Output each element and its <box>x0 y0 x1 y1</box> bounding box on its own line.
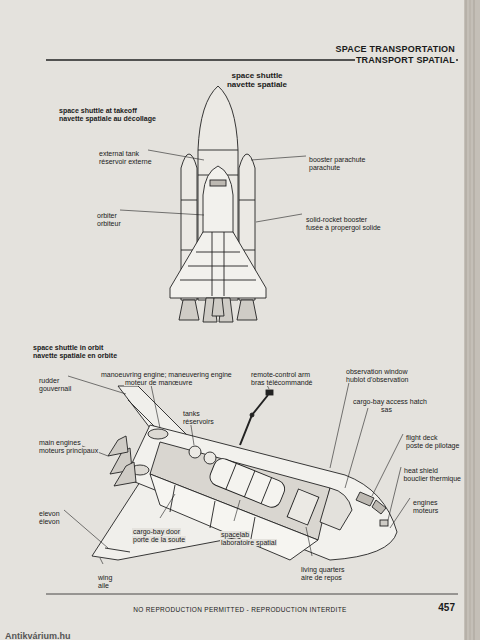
part-label: réservoir externe <box>98 158 153 165</box>
part-label-holder: bouclier thermique <box>402 467 462 485</box>
part-label: solid-rocket booster <box>305 216 368 223</box>
header-title-holder: TRANSPORT SPATIAL <box>355 49 456 67</box>
view-title: navette spatiale au décollage <box>58 115 157 122</box>
shuttle-orbit <box>92 386 397 560</box>
watermark-holder: Antikvárium.hu <box>4 625 72 640</box>
footer-note: NO REPRODUCTION PERMITTED - REPRODUCTION… <box>132 606 347 613</box>
part-label-holder: orbiteur <box>96 212 122 230</box>
part-label: elevon <box>38 510 61 517</box>
part-label: observation window <box>345 368 408 375</box>
part-label: external tank <box>98 150 140 157</box>
part-label-holder: bras télécommandé <box>250 371 313 389</box>
part-label: engines <box>412 499 439 506</box>
part-label: sas <box>380 406 393 413</box>
part-label-holder: laboratoire spatial <box>220 531 277 549</box>
part-label-holder: réservoir externe <box>98 150 153 168</box>
part-label: gouvernail <box>38 385 72 392</box>
header-title: TRANSPORT SPATIAL <box>355 55 456 65</box>
part-label: orbiter <box>96 212 118 219</box>
part-label: bras télécommandé <box>250 379 313 386</box>
part-label-holder: réservoirs <box>182 410 215 428</box>
part-label: moteurs principaux <box>38 447 99 454</box>
part-label-holder: poste de pilotage <box>405 434 460 452</box>
part-label-holder: parachute <box>308 156 341 174</box>
part-label-holder: porte de la soute <box>132 528 186 546</box>
part-label-holder: élevon <box>38 510 61 528</box>
part-label: main engines <box>38 439 82 446</box>
page-edge <box>464 0 480 640</box>
part-label-holder: aire de repos <box>300 566 343 584</box>
part-label: flight deck <box>405 434 439 441</box>
part-label-holder: fusée à propergol solide <box>305 216 382 234</box>
footer-note-holder: NO REPRODUCTION PERMITTED - REPRODUCTION… <box>132 598 347 616</box>
part-label-holder: moteurs principaux <box>38 439 99 457</box>
part-label: poste de pilotage <box>405 442 460 449</box>
part-label: fusée à propergol solide <box>305 224 382 231</box>
part-label: manoeuvring engine; maneuvering engine <box>100 371 233 378</box>
part-label-holder: moteur de manœuvre <box>124 371 193 389</box>
part-label: hublot d'observation <box>345 376 409 383</box>
part-label: parachute <box>308 164 341 171</box>
part-label: laboratoire spatial <box>220 539 277 546</box>
part-label: heat shield <box>403 467 439 474</box>
part-label: moteurs <box>412 507 439 514</box>
part-label: orbiteur <box>96 220 122 227</box>
view-title: navette spatiale en orbite <box>32 352 118 359</box>
part-label: booster parachute <box>308 156 366 163</box>
header-title: SPACE TRANSPORTATION <box>334 44 456 54</box>
part-label: réservoirs <box>182 418 215 425</box>
figure-title: navette spatiale <box>226 80 288 89</box>
part-label: cargo-bay door <box>132 528 181 535</box>
page-number-holder: 457 <box>437 597 456 615</box>
part-label: aile <box>97 582 110 589</box>
header-title-holder: SPACE TRANSPORTATION <box>334 38 456 56</box>
shuttle-takeoff <box>170 86 266 322</box>
footer-rule <box>46 594 458 595</box>
part-label: cargo-bay access hatch <box>352 398 428 405</box>
part-label: élevon <box>38 518 61 525</box>
part-label: spacelab <box>220 531 250 538</box>
part-label: bouclier thermique <box>402 475 462 482</box>
figure-title: space shuttle <box>230 71 283 80</box>
part-label: remote-control arm <box>250 371 311 378</box>
part-label-holder: aile <box>97 574 110 592</box>
part-label-holder: sas <box>380 398 393 416</box>
view-title-holder: navette spatiale en orbite <box>32 344 118 362</box>
part-label: aire de repos <box>300 574 343 581</box>
page-number: 457 <box>437 602 456 613</box>
view-title-holder: navette spatiale au décollage <box>58 107 157 125</box>
part-label: moteur de manœuvre <box>124 379 193 386</box>
part-label: living quarters <box>300 566 346 573</box>
view-title: space shuttle in orbit <box>32 344 104 351</box>
part-label: porte de la soute <box>132 536 186 543</box>
part-label: wing <box>97 574 113 581</box>
part-label: tanks <box>182 410 201 417</box>
part-label: rudder <box>38 377 60 384</box>
watermark: Antikvárium.hu <box>4 631 72 640</box>
part-label-holder: hublot d'observation <box>345 368 409 386</box>
part-label-holder: moteurs <box>412 499 439 517</box>
figure-title-holder: navette spatiale <box>226 73 288 91</box>
part-label-holder: gouvernail <box>38 377 72 395</box>
view-title: space shuttle at takeoff <box>58 107 138 114</box>
